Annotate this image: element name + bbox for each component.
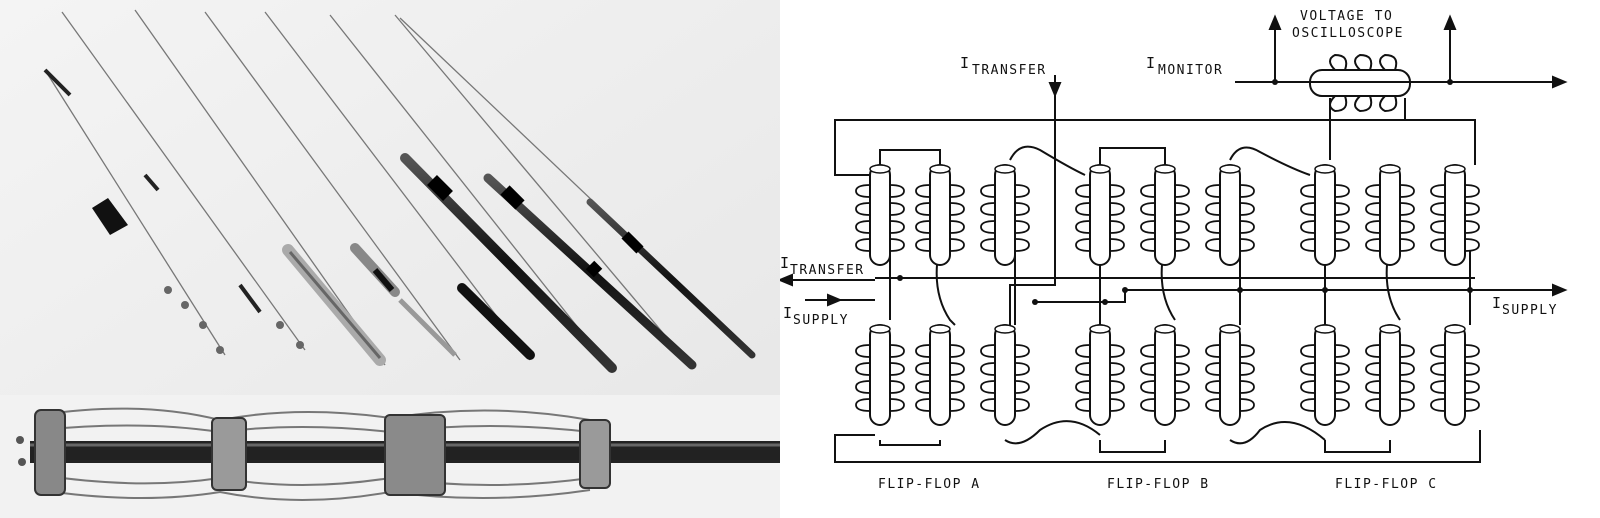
flip-flop-c-label: FLIP-FLOP C (1335, 477, 1438, 492)
i-transfer-top-main: I (960, 54, 969, 72)
junction-dots (897, 79, 1473, 305)
i-supply-left-main: I (783, 304, 792, 322)
i-monitor-sub: MONITOR (1158, 63, 1223, 78)
cryotron-b-bottom-1 (1075, 324, 1125, 426)
i-monitor-main: I (1146, 54, 1155, 72)
cryotron-c-top-2 (1365, 164, 1415, 266)
voltage-label-line1: VOLTAGE TO (1300, 9, 1393, 24)
cryotron-c-bottom-1 (1300, 324, 1350, 426)
cryotron-a-bottom-3 (980, 324, 1030, 426)
cryotron-a-top-1 (855, 164, 905, 266)
cryotron-a-bottom-1 (855, 324, 905, 426)
cryotron-c-top-1 (1300, 164, 1350, 266)
probe-3 (282, 244, 386, 366)
probe-closeup (0, 395, 780, 518)
i-supply-left-sub: SUPPLY (793, 313, 849, 328)
cryotron-b-top-3 (1205, 164, 1255, 266)
flip-flop-a-label: FLIP-FLOP A (878, 477, 981, 492)
i-transfer-top-sub: TRANSFER (972, 63, 1047, 78)
cryotron-elements (855, 164, 1480, 426)
cryotron-c-bottom-2 (1365, 324, 1415, 426)
probe-7 (483, 173, 697, 370)
schematic-svg: VOLTAGE TO OSCILLOSCOPE I TRANSFER I MON… (780, 9, 1568, 492)
i-supply-right-main: I (1492, 294, 1501, 312)
cryotron-photograph (0, 0, 780, 518)
cryotron-a-top-2 (915, 164, 965, 266)
probe-4 (350, 243, 457, 357)
cryotron-c-bottom-3 (1430, 324, 1480, 426)
cryotron-b-top-1 (1075, 164, 1125, 266)
cryotron-b-top-2 (1140, 164, 1190, 266)
schematic-labels: VOLTAGE TO OSCILLOSCOPE I TRANSFER I MON… (780, 9, 1558, 492)
i-transfer-left-sub: TRANSFER (790, 263, 865, 278)
cryotron-b-bottom-2 (1140, 324, 1190, 426)
current-arrows (780, 14, 1568, 307)
flip-flop-b-label: FLIP-FLOP B (1107, 477, 1210, 492)
probe-2 (143, 173, 304, 349)
probe-5 (457, 283, 535, 360)
i-supply-right-sub: SUPPLY (1502, 303, 1558, 318)
probe-photo-svg (0, 0, 780, 518)
cryotron-a-bottom-2 (915, 324, 965, 426)
probe-6 (400, 153, 617, 373)
flip-flop-schematic: VOLTAGE TO OSCILLOSCOPE I TRANSFER I MON… (780, 0, 1600, 518)
cryotron-a-top-3 (980, 164, 1030, 266)
i-transfer-left-main: I (780, 254, 789, 272)
cryotron-b-bottom-3 (1205, 324, 1255, 426)
probe-8 (586, 198, 756, 359)
probe-1 (43, 68, 224, 354)
cryotron-c-top-3 (1430, 164, 1480, 266)
voltage-label-line2: OSCILLOSCOPE (1292, 26, 1404, 41)
probe-wires (44, 9, 756, 369)
